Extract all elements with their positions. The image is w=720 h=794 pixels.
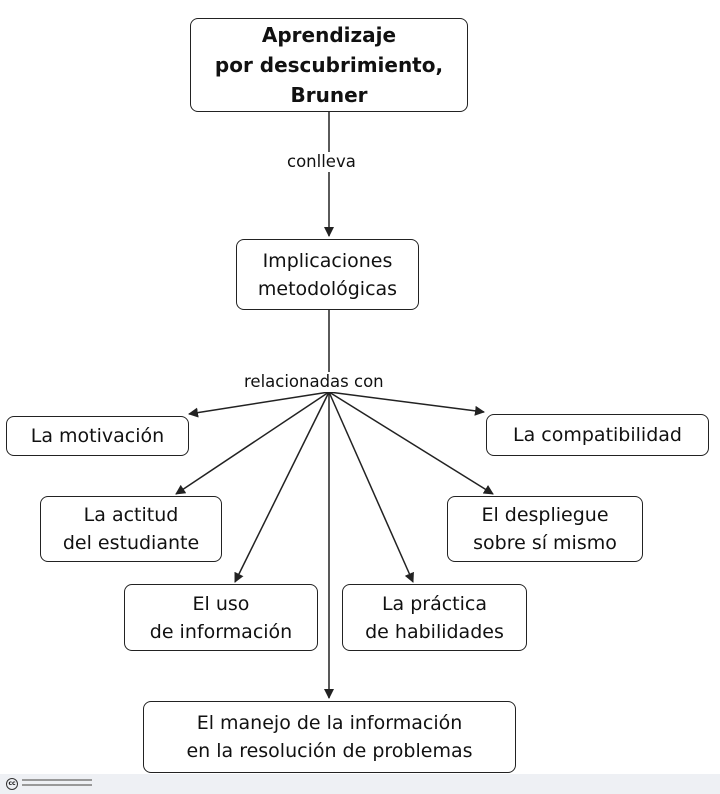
link-label-conlleva: conlleva [284,152,359,172]
footer-license-text [22,779,92,789]
node-actitud: La actitud del estudiante [40,496,222,562]
connector-to-motivacion [188,391,330,418]
connector-to-uso [234,391,330,583]
link-label-relacionadas: relacionadas con [241,372,387,392]
creative-commons-icon: cc [6,778,18,790]
connector-to-practica [328,391,414,583]
node-root: Aprendizaje por descubrimiento, Bruner [190,18,468,112]
node-motivacion: La motivación [6,416,189,456]
node-compatibilidad: La compatibilidad [486,414,709,456]
node-despliegue: El despliegue sobre sí mismo [447,496,643,562]
node-manejo: El manejo de la información en la resolu… [143,701,516,773]
footer-bar: cc [0,774,720,794]
node-implicaciones: Implicaciones metodológicas [236,239,419,310]
connector-to-actitud [175,391,330,495]
connector-to-despliegue [328,391,494,495]
node-practica: La práctica de habilidades [342,584,527,651]
connector-to-compatibilidad [328,391,485,416]
node-uso: El uso de información [124,584,318,651]
